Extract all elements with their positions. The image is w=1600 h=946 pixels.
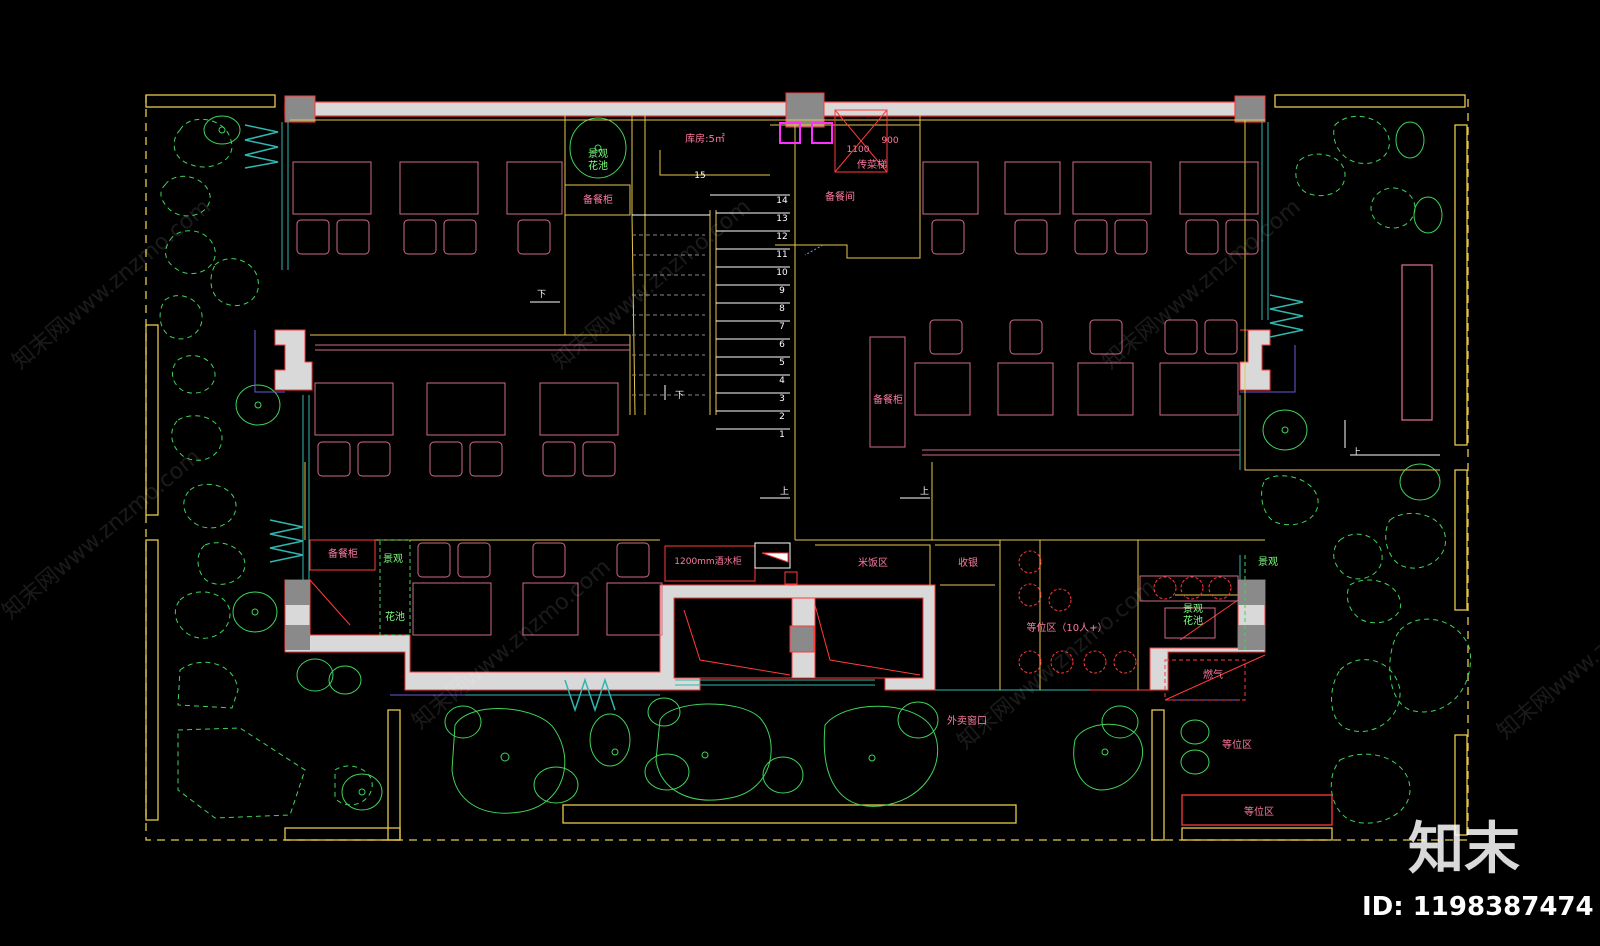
stair-numbers: 14 13 12 11 10 9 8 7 6 5 4 3 2 1 [776, 196, 788, 440]
label-landscape-planter-br: 景观花池 [1183, 603, 1203, 627]
label-waiting-indoor: 等位区（10人+） [1026, 621, 1107, 634]
chair [931, 219, 965, 255]
stool [1018, 583, 1042, 607]
label-down-2: 下 [675, 391, 684, 401]
stair-number: 1 [779, 430, 785, 440]
stair-number: 6 [779, 340, 785, 350]
label-serving-room: 备餐间 [825, 190, 855, 203]
stool [1018, 650, 1042, 674]
label-waiting-area-1: 等位区 [1222, 738, 1252, 751]
chair [469, 441, 503, 477]
chair [929, 319, 963, 355]
stair-number: 7 [779, 322, 785, 332]
label-storage: 库房:5㎡ [685, 132, 725, 145]
stair-number: 2 [779, 412, 785, 422]
room-labels: 景观花池 备餐柜 库房:5㎡ 15 1100 900 传菜梯 备餐间 备餐柜 下… [328, 132, 1361, 818]
building-walls [274, 92, 1271, 691]
chair [357, 441, 391, 477]
dining-tables [292, 161, 1259, 639]
site-boundary [145, 94, 1469, 841]
stair-left-steps [632, 234, 705, 396]
chair [1014, 219, 1048, 255]
stair-number: 10 [776, 268, 788, 278]
windows [244, 122, 1304, 713]
stool [1113, 650, 1137, 674]
outer-edges [254, 330, 1296, 701]
stair-steps [716, 194, 790, 430]
chair [417, 542, 451, 578]
label-dumbwaiter: 传菜梯 [857, 158, 887, 171]
label-gas: 燃气 [1203, 668, 1223, 681]
label-serving-cabinet-right: 备餐柜 [873, 393, 903, 406]
chair [1204, 319, 1238, 355]
label-stair-15: 15 [694, 171, 705, 181]
watermark-id: ID: 1198387474 [1362, 892, 1594, 922]
stair-number: 9 [779, 286, 785, 296]
label-takeaway-window: 外卖窗口 [947, 714, 987, 727]
stool [1153, 576, 1177, 600]
chair [532, 542, 566, 578]
label-rice-area: 米饭区 [858, 556, 888, 569]
chair [616, 542, 650, 578]
chair [336, 219, 370, 255]
chair [582, 441, 616, 477]
stair-number: 5 [779, 358, 785, 368]
stool [1208, 576, 1232, 600]
stool [1048, 588, 1072, 612]
chair [403, 219, 437, 255]
label-up-2: 上 [920, 486, 929, 497]
label-cashier: 收银 [958, 556, 978, 569]
chair [1114, 219, 1148, 255]
label-dim-1100: 1100 [847, 145, 870, 155]
chair [1089, 319, 1123, 355]
cabinets [309, 184, 1246, 701]
label-dim-900: 900 [881, 136, 898, 146]
chair [443, 219, 477, 255]
partitions [290, 115, 1440, 690]
chair [1074, 219, 1108, 255]
stair-number: 4 [779, 376, 785, 386]
chair [517, 219, 551, 255]
chairs [296, 219, 1259, 578]
chair [296, 219, 330, 255]
label-down-1: 下 [537, 290, 546, 300]
direction-arrows [530, 301, 1440, 499]
label-up-1: 上 [780, 486, 789, 497]
label-landscape-planter-top: 景观花池 [588, 148, 608, 172]
stool [1083, 650, 1107, 674]
chair [317, 441, 351, 477]
label-landscape-br: 景观 [1258, 556, 1278, 568]
chair [429, 441, 463, 477]
stair-number: 11 [776, 250, 787, 260]
stair-number: 14 [776, 196, 788, 206]
chair [542, 441, 576, 477]
stool [1050, 650, 1074, 674]
chair [1009, 319, 1043, 355]
dumbwaiter [779, 109, 888, 256]
label-planter-bl: 花池 [385, 610, 405, 623]
chair [1164, 319, 1198, 355]
stool [1180, 576, 1204, 600]
label-drink-cabinet: 1200mm酒水柜 [674, 555, 741, 567]
stair-number: 8 [779, 304, 785, 314]
chair [1185, 219, 1219, 255]
stair-number: 13 [776, 214, 787, 224]
room-diagonals [309, 579, 1266, 701]
waiting-stools [1018, 550, 1232, 674]
stool [1018, 550, 1042, 574]
landscape-greenery [159, 115, 1472, 824]
stair-number: 3 [779, 394, 785, 404]
label-serving-cabinet-tl: 备餐柜 [583, 193, 613, 206]
chair [457, 542, 491, 578]
stair-number: 12 [776, 232, 787, 242]
label-serving-cabinet-bl: 备餐柜 [328, 547, 358, 560]
label-landscape-bl: 景观 [383, 553, 403, 565]
chair [1225, 219, 1259, 255]
watermark-logo: 知末 [1408, 817, 1520, 882]
planter-top [569, 117, 627, 179]
label-up-3: 上 [1352, 447, 1361, 458]
label-waiting-area-2: 等位区 [1244, 805, 1274, 818]
